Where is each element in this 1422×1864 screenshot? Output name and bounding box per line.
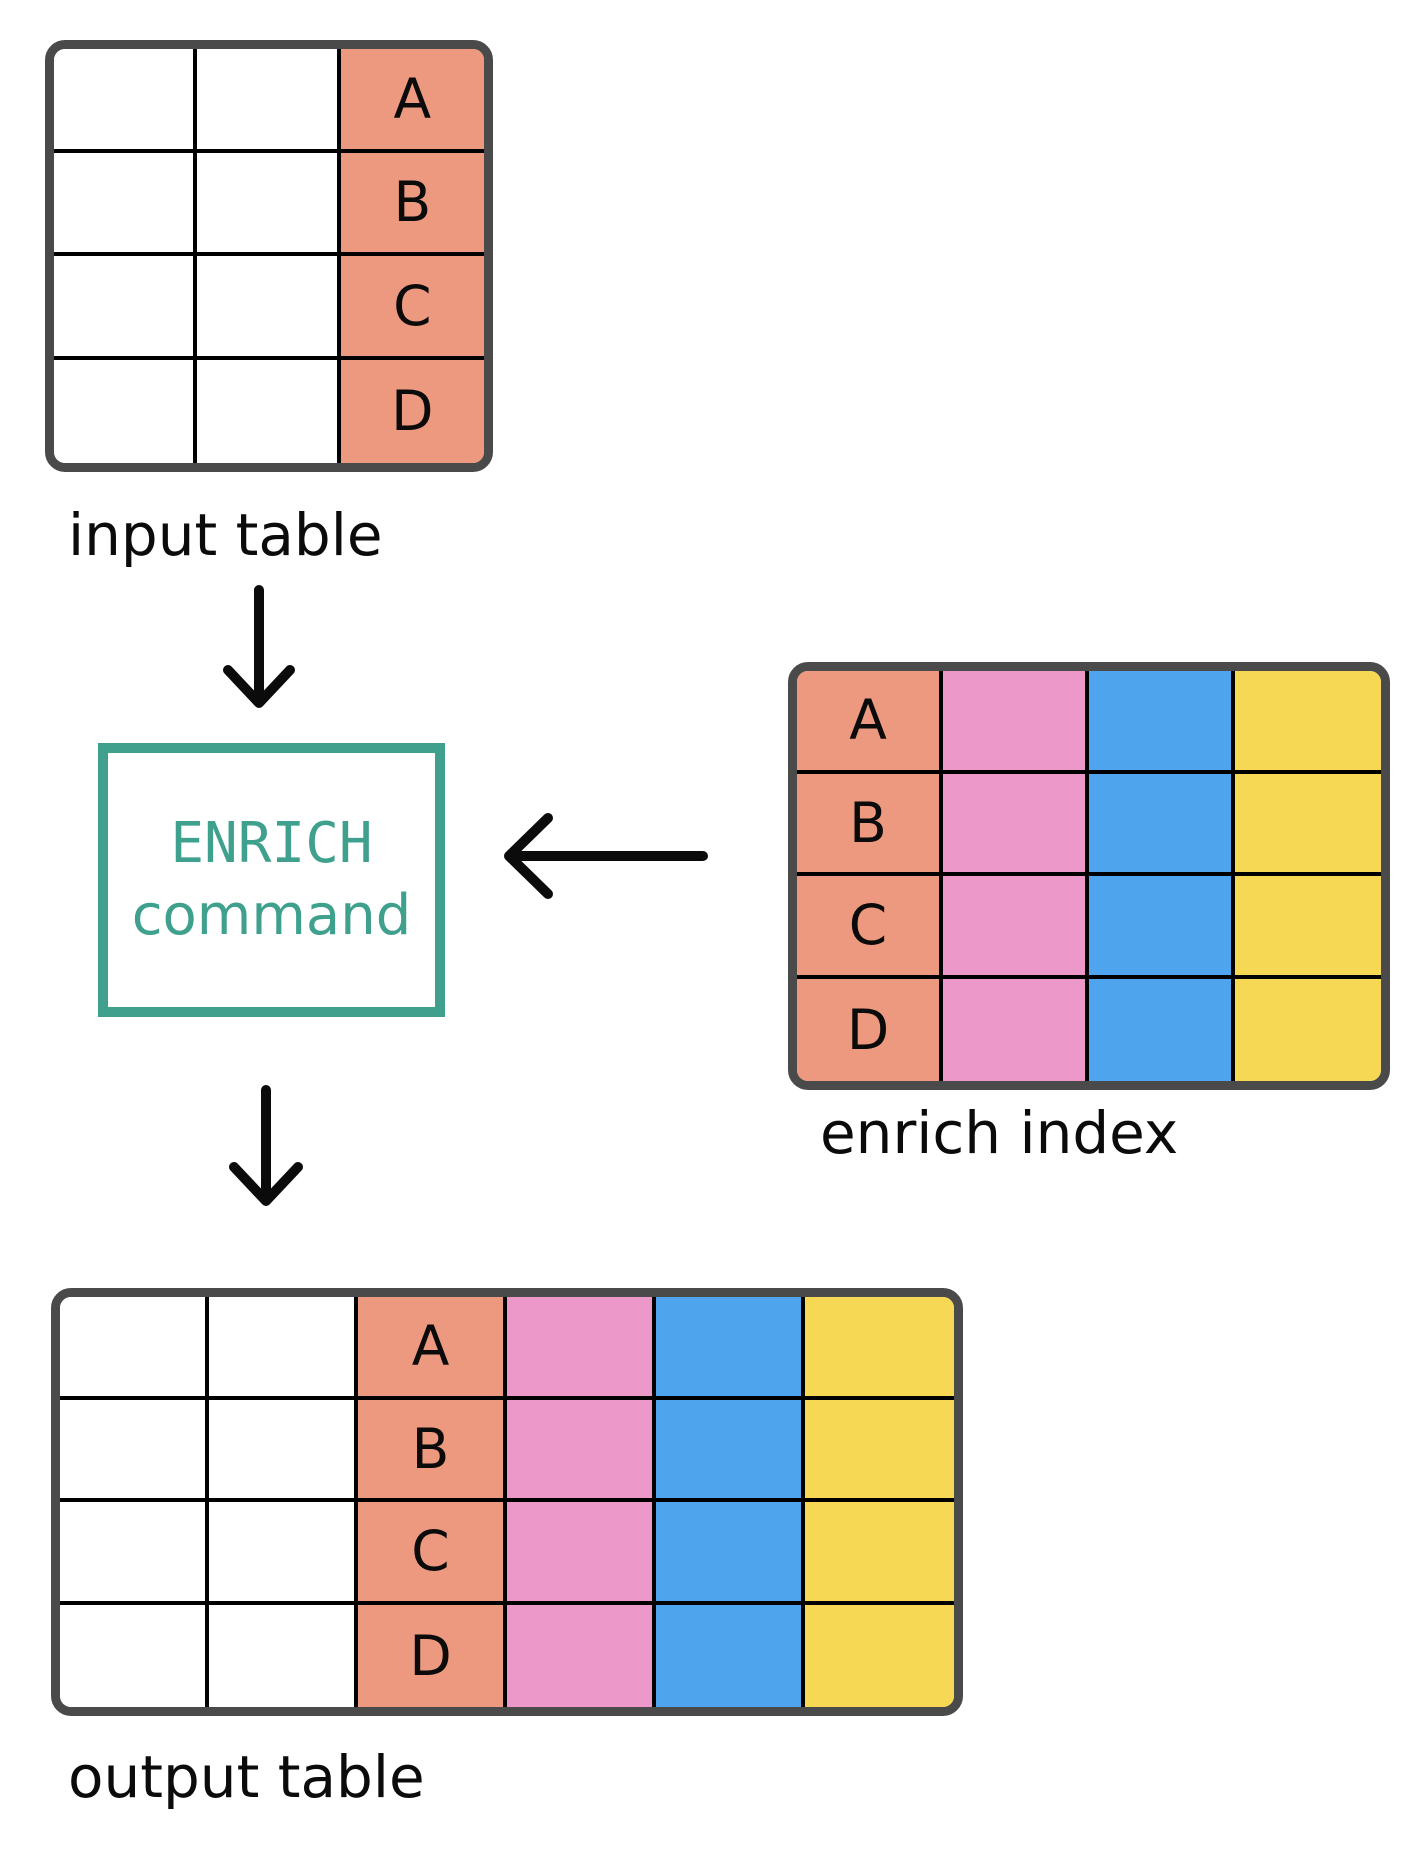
table-cell <box>507 1297 656 1400</box>
table-cell <box>943 876 1089 979</box>
table-cell <box>656 1399 805 1502</box>
table-cell <box>197 256 341 360</box>
arrow-left-index-to-enrich-icon <box>504 813 708 899</box>
table-cell <box>656 1297 805 1400</box>
table-cell <box>1089 671 1235 774</box>
table-cell <box>507 1399 656 1502</box>
enrich-keyword-text: ENRICH <box>170 811 373 876</box>
table-cell <box>60 1604 209 1707</box>
table-cell <box>1089 978 1235 1081</box>
table-cell <box>1235 671 1381 774</box>
table-cell <box>805 1399 954 1502</box>
table-cell <box>197 49 341 153</box>
table-cell <box>943 978 1089 1081</box>
table-cell <box>943 671 1089 774</box>
enrich-index-label: enrich index <box>820 1099 1179 1167</box>
enrich-command-text: command <box>131 883 412 948</box>
table-cell: B <box>797 773 943 876</box>
table-cell: D <box>358 1604 507 1707</box>
table-cell <box>209 1297 358 1400</box>
table-cell <box>54 256 198 360</box>
table-cell <box>1235 978 1381 1081</box>
input-table-label: input table <box>68 501 383 569</box>
table-cell <box>54 49 198 153</box>
table-cell <box>1235 773 1381 876</box>
table-cell: D <box>340 359 484 463</box>
table-cell <box>209 1399 358 1502</box>
arrow-down-enrich-to-output-icon <box>229 1085 303 1206</box>
table-cell <box>60 1399 209 1502</box>
table-cell: B <box>358 1399 507 1502</box>
output-table-label: output table <box>68 1743 425 1811</box>
table-cell <box>197 152 341 256</box>
table-cell <box>507 1502 656 1605</box>
table-cell: A <box>340 49 484 153</box>
table-cell <box>54 152 198 256</box>
table-cell: D <box>797 978 943 1081</box>
table-cell: C <box>358 1502 507 1605</box>
arrow-down-input-to-enrich-icon <box>223 585 295 708</box>
table-cell <box>1089 876 1235 979</box>
table-cell: B <box>340 152 484 256</box>
table-cell <box>656 1604 805 1707</box>
table-cell: C <box>340 256 484 360</box>
table-cell <box>60 1502 209 1605</box>
table-cell <box>1235 876 1381 979</box>
table-cell <box>54 359 198 463</box>
enrich-command-box: ENRICH command <box>98 743 445 1017</box>
table-cell <box>805 1502 954 1605</box>
table-cell <box>507 1604 656 1707</box>
table-cell <box>805 1297 954 1400</box>
table-cell <box>60 1297 209 1400</box>
table-cell <box>805 1604 954 1707</box>
table-cell <box>209 1604 358 1707</box>
table-cell <box>197 359 341 463</box>
table-cell <box>943 773 1089 876</box>
table-cell: A <box>797 671 943 774</box>
table-cell: C <box>797 876 943 979</box>
table-cell: A <box>358 1297 507 1400</box>
table-cell <box>1089 773 1235 876</box>
table-cell <box>209 1502 358 1605</box>
table-cell <box>656 1502 805 1605</box>
